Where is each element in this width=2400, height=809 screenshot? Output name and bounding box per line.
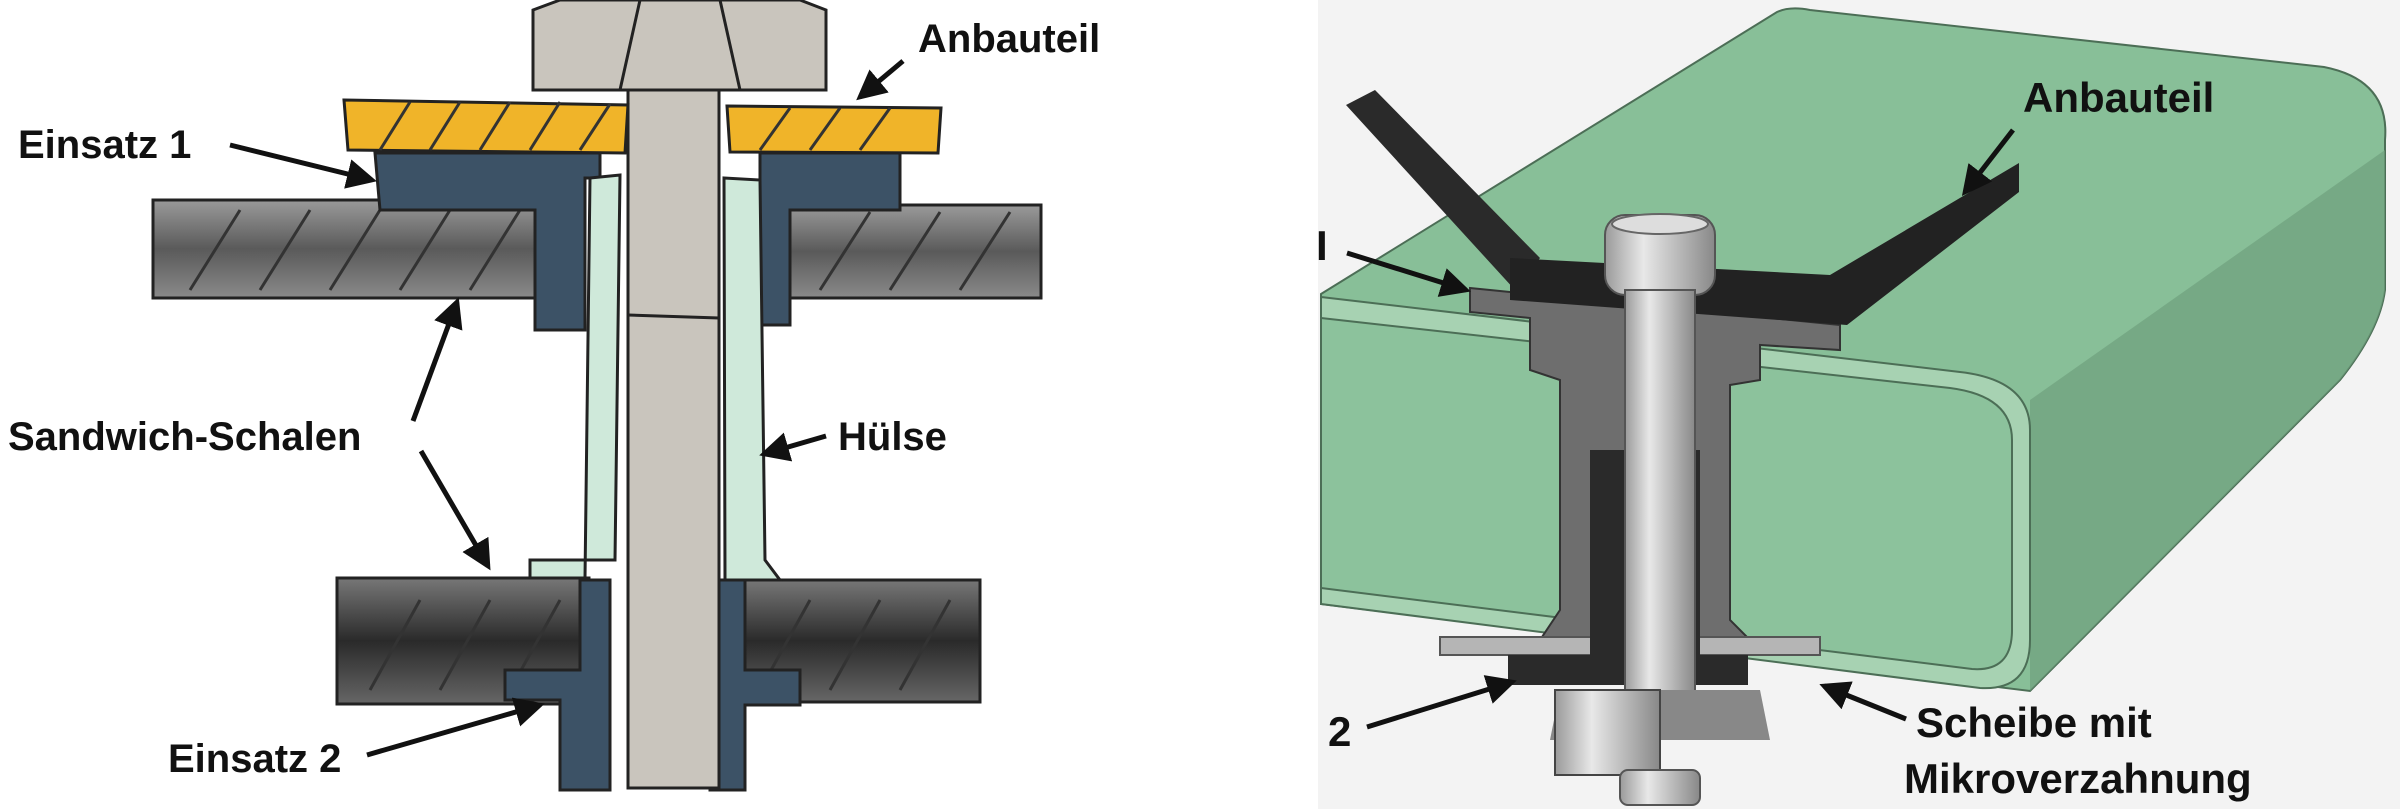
cad-panel: Anbauteil I 2 Scheibe mit Mikroverzahnun…: [1316, 0, 2400, 809]
label-huelse: Hülse: [838, 415, 947, 459]
label-sandwich-schalen: Sandwich-Schalen: [8, 415, 361, 459]
label-scheibe-line1: Scheibe mit: [1916, 699, 2152, 746]
einsatz-2: [503, 578, 802, 792]
label-einsatz-2: Einsatz 2: [168, 737, 341, 781]
label-anbauteil-cad: Anbauteil: [2023, 74, 2214, 121]
label-scheibe-line2: Mikroverzahnung: [1904, 755, 2252, 802]
label-einsatz-1: Einsatz 1: [18, 123, 191, 167]
cad-arrows: [1346, 128, 2015, 730]
sketch-panel: Anbauteil Einsatz 1 Sandwich-Schalen Hül…: [8, 0, 1100, 792]
bolt: [531, 0, 828, 790]
label-insert-1: I: [1316, 222, 1328, 269]
sandwich-shell-top: [151, 198, 1043, 300]
huelse-sleeve: [528, 173, 783, 582]
anbauteil-plate: [342, 98, 943, 155]
sketch-arrows: [229, 59, 905, 758]
label-insert-2: 2: [1328, 708, 1351, 755]
cad-bolt: [1550, 213, 1770, 806]
label-anbauteil-sketch: Anbauteil: [918, 17, 1100, 61]
